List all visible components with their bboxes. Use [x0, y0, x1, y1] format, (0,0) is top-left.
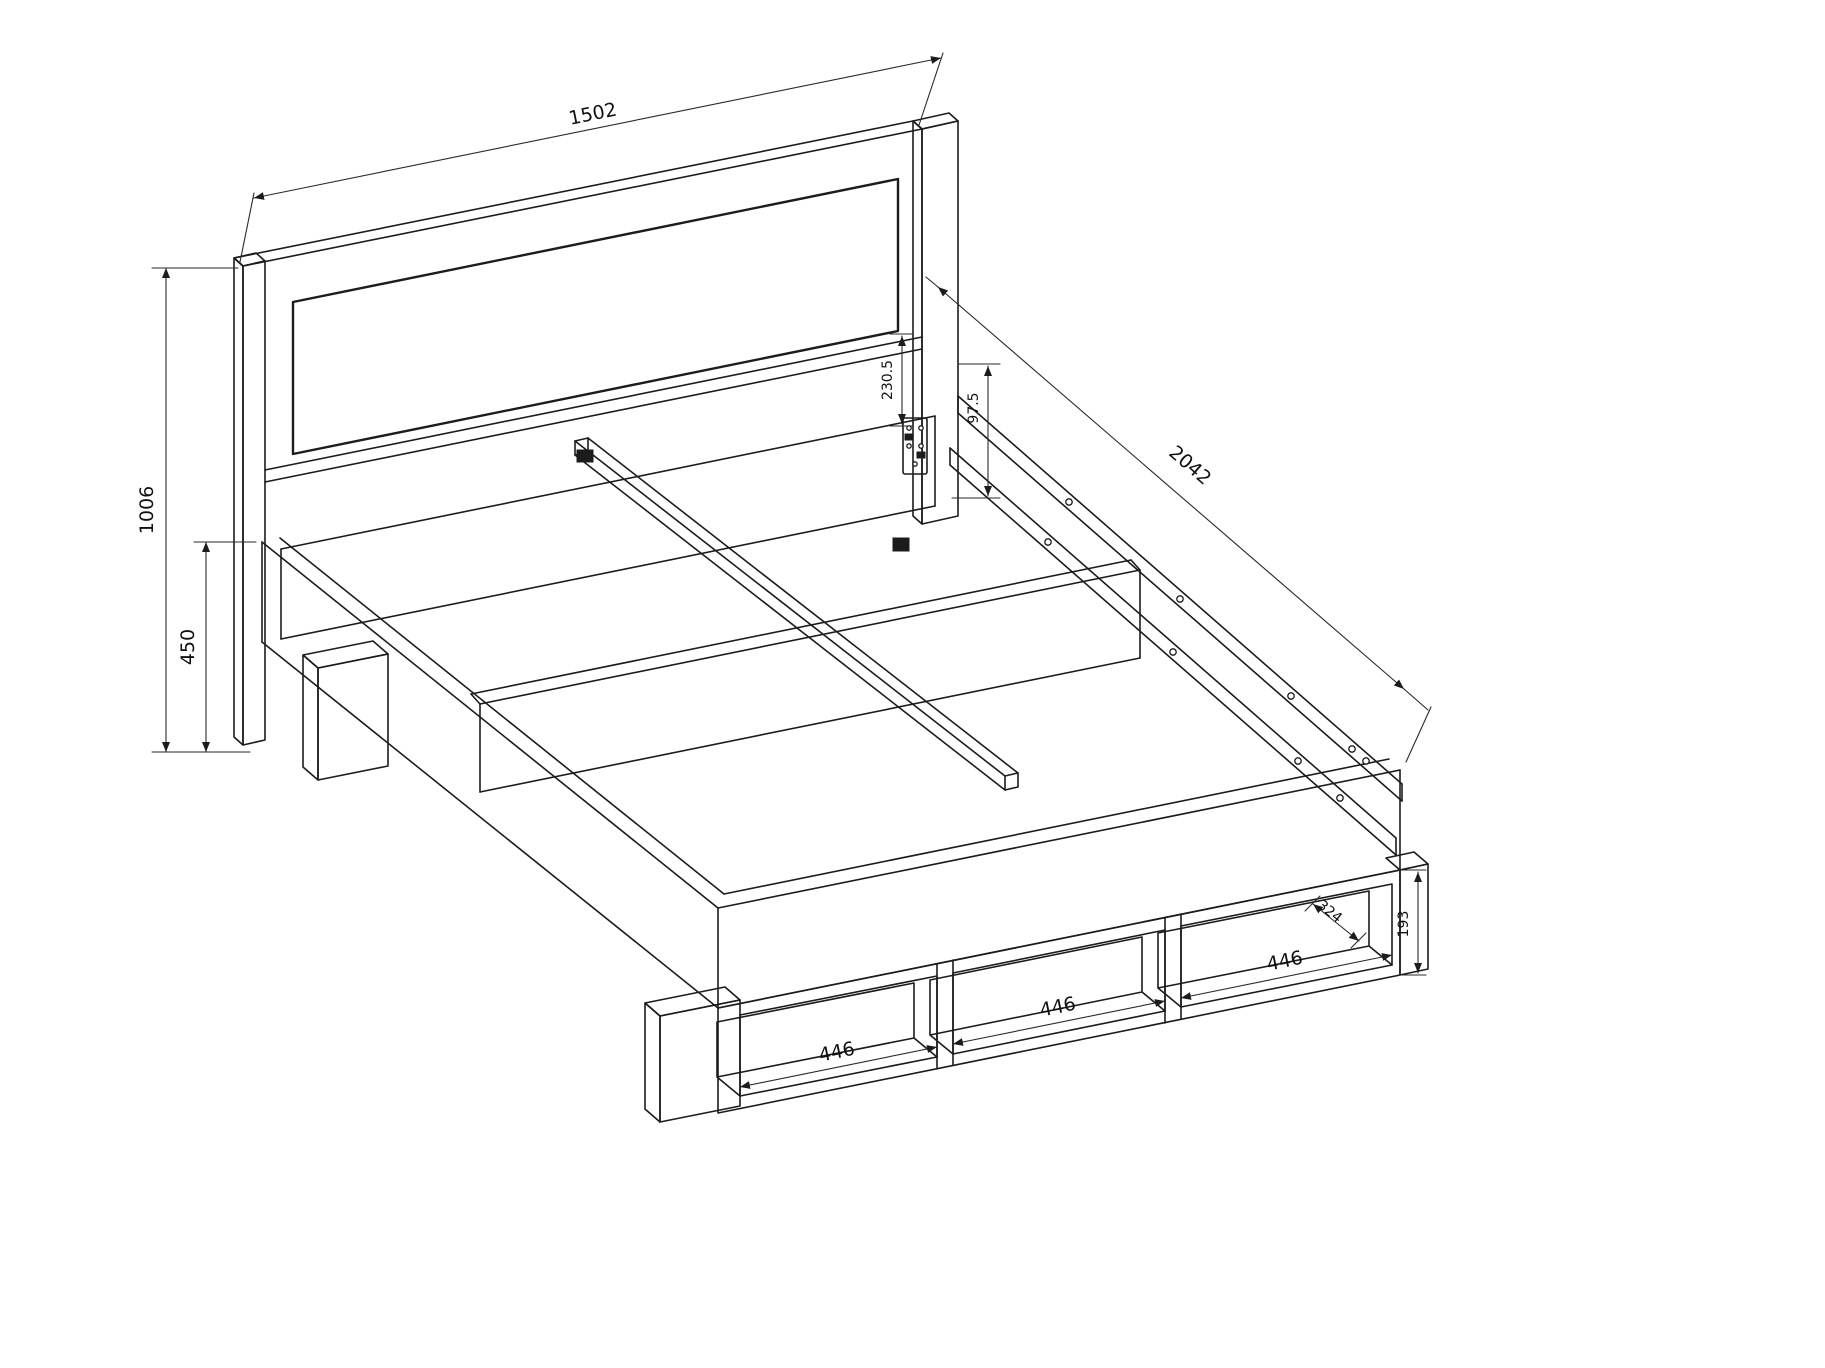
- dim-base-height-label: 450: [177, 629, 199, 665]
- feet: [302, 640, 1429, 1123]
- dimension-rail-mount-offset: 97.5: [951, 363, 1001, 499]
- beam-end-fitting: [576, 449, 594, 463]
- mounting-bracket: [892, 417, 928, 552]
- dim-compartment-height-label: 193: [1396, 911, 1412, 938]
- dimension-overall-height: 1006: [136, 267, 251, 753]
- center-support-beam: [574, 437, 1019, 791]
- dim-rail-mount-offset-label: 97.5: [966, 392, 982, 423]
- dimension-bed-length: 2042: [925, 276, 1432, 763]
- dim-compartment-2-label: 446: [1038, 993, 1078, 1022]
- dimension-compartment-3: 446: [1180, 947, 1393, 1000]
- dimension-headboard-width: 1502: [239, 52, 944, 263]
- dimension-compartment-depth: 324: [1304, 895, 1367, 949]
- storage-compartments: [716, 869, 1401, 1114]
- headboard-panel: [291, 177, 900, 456]
- dim-compartment-3-label: 446: [1265, 947, 1305, 976]
- headboard: [233, 112, 959, 746]
- dimension-base-height: 450: [177, 541, 257, 753]
- center-divider-panel: [470, 559, 1141, 793]
- rail-clip: [892, 537, 910, 552]
- dim-panel-offset-label: 230.5: [880, 360, 896, 400]
- dimension-compartment-2: 446: [952, 993, 1166, 1046]
- dim-compartment-1-label: 446: [817, 1038, 857, 1067]
- dimension-panel-offset: 230.5: [880, 333, 913, 427]
- dimension-compartment-height: 193: [1396, 869, 1427, 976]
- dim-bed-length-label: 2042: [1164, 441, 1215, 489]
- dim-overall-height-label: 1006: [136, 486, 158, 534]
